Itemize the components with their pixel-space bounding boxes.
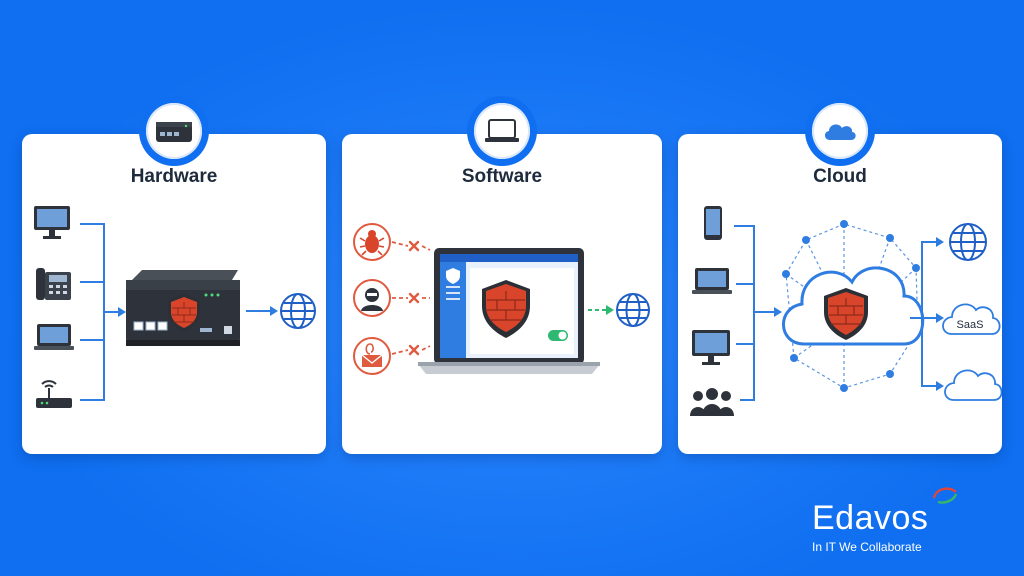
blocked-connections	[391, 241, 431, 355]
monitor-icon	[692, 330, 730, 365]
saas-cloud-icon	[942, 303, 1001, 335]
firewall-shield-icon	[824, 288, 868, 340]
hardware-panel: Hardware	[22, 96, 326, 454]
globe-icon	[280, 293, 316, 329]
hardware-connector-lines	[80, 223, 118, 401]
brand-tagline: In IT We Collaborate	[812, 540, 922, 554]
cloud-output-lines	[910, 241, 936, 387]
block-x-icon	[408, 240, 420, 356]
monitor-icon	[34, 206, 70, 239]
laptop-device-icon	[692, 268, 732, 294]
software-title: Software	[461, 166, 543, 187]
hacker-icon	[353, 279, 391, 317]
brand-block: Edavos In IT We Collaborate	[812, 487, 992, 554]
brand-swoosh-icon	[932, 487, 958, 504]
cloud-connector-lines	[734, 225, 774, 401]
brand-name: Edavos	[812, 499, 929, 537]
laptop-icon	[485, 119, 519, 142]
laptop-device-icon	[34, 324, 74, 350]
smartphone-icon	[704, 206, 722, 240]
toggle-switch-icon	[548, 330, 568, 341]
saas-label: SaaS	[957, 319, 984, 331]
generic-cloud-icon	[944, 369, 1002, 401]
hardware-badge	[139, 96, 209, 166]
hardware-arrowhead	[270, 306, 278, 316]
phishing-email-icon	[353, 337, 391, 375]
users-group-icon	[690, 388, 734, 416]
cloud-icon	[824, 124, 856, 140]
cloud-badge	[805, 96, 875, 166]
malware-bug-icon	[353, 223, 391, 261]
firewall-shield-icon	[168, 294, 200, 332]
cloud-title: Cloud	[813, 166, 867, 187]
desk-phone-icon	[36, 268, 71, 300]
software-badge	[467, 96, 537, 166]
hardware-title: Hardware	[130, 166, 218, 187]
firewall-shield-icon	[482, 280, 530, 338]
cloud-output-arrowheads	[936, 237, 944, 391]
network-appliance-icon	[156, 122, 192, 142]
hardware-arrow-in	[118, 307, 126, 317]
software-panel: Software	[342, 96, 662, 454]
globe-icon	[949, 223, 987, 261]
wifi-router-icon	[36, 380, 72, 408]
cloud-panel: Cloud	[678, 96, 1002, 454]
globe-icon	[616, 293, 650, 327]
cloud-arrow-in	[774, 307, 782, 317]
allowed-arrowhead	[606, 305, 614, 315]
